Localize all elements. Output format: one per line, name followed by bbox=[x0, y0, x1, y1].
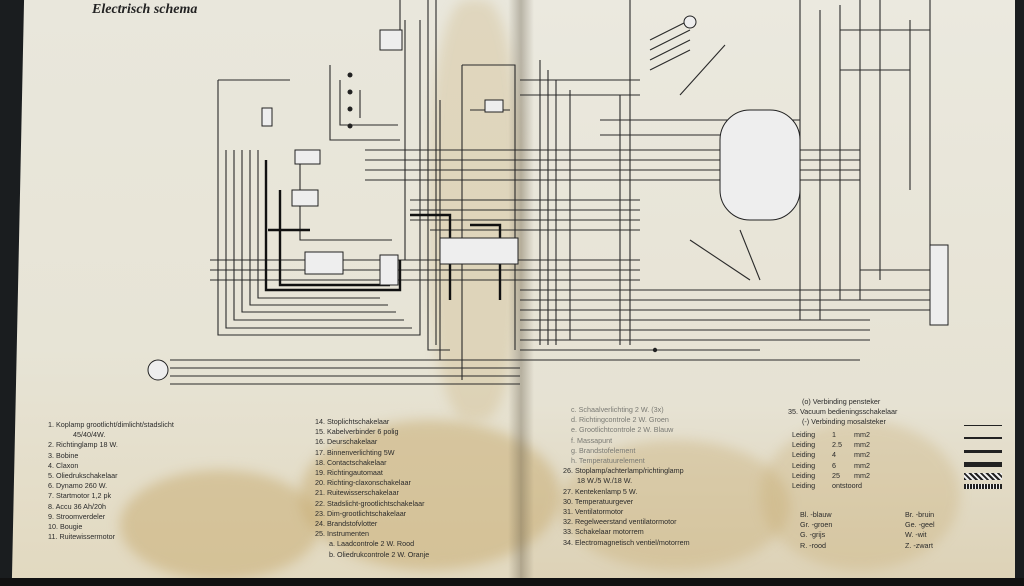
legend-left-col1: 1. Koplamp grootlicht/dimlicht/stadslich… bbox=[48, 420, 174, 542]
legend-item: c. Schaalverlichting 2 W. (3x) bbox=[571, 405, 664, 414]
leiding-size: 25 bbox=[832, 470, 840, 480]
legend-item: (o) Verbinding pensteker bbox=[802, 397, 881, 406]
leiding-row: Leiding 1 mm2 bbox=[792, 430, 870, 440]
legend-right-col1: c. Schaalverlichting 2 W. (3x) d. Richti… bbox=[563, 405, 690, 548]
legend-item: g. Brandstofelement bbox=[571, 445, 636, 455]
color-code: R. -rood bbox=[800, 540, 826, 550]
legend-item: a. Laadcontrole 2 W. Rood bbox=[329, 539, 415, 549]
legend-item: 18 W./5 W./18 W. bbox=[577, 476, 633, 486]
legend-item: 10. Bougie bbox=[48, 522, 83, 532]
leiding-row: Leiding 2.5 mm2 bbox=[792, 440, 870, 450]
legend-item: 8. Accu 36 Ah/20h bbox=[48, 501, 106, 511]
leiding-size: 1 bbox=[832, 430, 836, 439]
leiding-label: Leiding bbox=[792, 460, 816, 470]
legend-item: 5. Oliedrukschakelaar bbox=[48, 471, 118, 481]
legend-item: 32. Regelweerstand ventilatormotor bbox=[563, 517, 677, 527]
wire-gauge-4-symbol bbox=[964, 450, 1002, 453]
legend-item: 33. Schakelaar motorrem bbox=[563, 527, 644, 537]
legend-item: d. Richtingcontrole 2 W. Groen bbox=[571, 415, 669, 425]
legend-item: 18. Contactschakelaar bbox=[315, 457, 387, 467]
legend-item: 2. Richtinglamp 18 W. bbox=[48, 440, 118, 450]
wire-gauge-ontstoord-symbol bbox=[964, 484, 1002, 489]
paper-stain bbox=[760, 420, 960, 570]
wiring-diagram bbox=[147, 0, 949, 385]
leiding-size: 6 bbox=[832, 460, 836, 470]
wire-gauge-6-symbol bbox=[964, 462, 1002, 467]
leiding-row: Leiding 25 mm2 bbox=[792, 471, 870, 481]
color-code: Br. -bruin bbox=[905, 510, 935, 519]
legend-item: 6. Dynamo 260 W. bbox=[48, 481, 108, 491]
leiding-unit: mm2 bbox=[854, 450, 870, 460]
paper-stain bbox=[300, 420, 560, 570]
legend-item: h. Temperatuurelement bbox=[571, 456, 645, 466]
color-code: G. -grijs bbox=[800, 530, 826, 540]
legend-item: f. Massapunt bbox=[571, 435, 613, 445]
legend-right-col2: (o) Verbinding pensteker 35. Vacuum bedi… bbox=[788, 397, 897, 428]
legend-item: 16. Deurschakelaar bbox=[315, 437, 378, 447]
color-code: W. -wit bbox=[905, 530, 927, 540]
leiding-unit: mm2 bbox=[854, 440, 870, 450]
paper-stain bbox=[560, 440, 790, 570]
schema-title: Electrisch schema bbox=[92, 2, 198, 17]
leiding-label: Leiding bbox=[792, 440, 816, 450]
leiding-unit: mm2 bbox=[854, 430, 870, 439]
wire-gauge-1-symbol bbox=[964, 425, 1002, 426]
legend-item: 15. Kabelverbinder 6 polig bbox=[315, 427, 399, 437]
legend-item: 45/40/4W. bbox=[73, 430, 106, 440]
legend-item: b. Oliedrukcontrole 2 W. Oranje bbox=[329, 549, 430, 559]
color-row: R. -rood Z. -zwart bbox=[800, 541, 935, 551]
leiding-unit: mm2 bbox=[854, 460, 870, 470]
leiding-unit: mm2 bbox=[854, 470, 870, 480]
legend-item: (-) Verbinding mosalsteker bbox=[802, 417, 886, 427]
legend-item: 26. Stoplamp/achterlamp/richtinglamp bbox=[563, 466, 684, 476]
color-code: Gr. -groen bbox=[800, 520, 833, 530]
color-code: Bl. -blauw bbox=[800, 510, 832, 519]
color-code: Ge. -geel bbox=[905, 520, 935, 530]
leiding-row: Leiding 4 mm2 bbox=[792, 450, 870, 460]
legend-item: 7. Startmotor 1,2 pk bbox=[48, 491, 112, 501]
paper-stain bbox=[120, 470, 320, 580]
leiding-row: Leiding ontstoord bbox=[792, 481, 870, 491]
color-row: Bl. -blauw Br. -bruin bbox=[800, 510, 935, 520]
legend-item: 23. Dim-grootlichtschakelaar bbox=[315, 508, 407, 518]
leiding-size: 4 bbox=[832, 450, 836, 460]
legend-item: 31. Ventilatormotor bbox=[563, 507, 624, 517]
legend-item: 30. Temperatuurgever bbox=[563, 496, 634, 506]
wire-gauge-25-symbol bbox=[964, 473, 1002, 480]
wire-gauge-table: Leiding 1 mm2 Leiding 2.5 mm2 Leiding 4 mm2 Le… bbox=[792, 430, 870, 491]
leiding-label: Leiding bbox=[792, 481, 816, 491]
legend-item: 3. Bobine bbox=[48, 450, 79, 460]
wire-gauge-2-symbol bbox=[964, 437, 1002, 439]
table-surface bbox=[0, 578, 1024, 586]
legend-item: 21. Ruitewisserschakelaar bbox=[315, 488, 399, 498]
legend-item: e. Grootlichtcontrole 2 W. Blauw bbox=[571, 425, 674, 435]
legend-item: 11. Ruitewissermotor bbox=[48, 532, 115, 542]
leiding-size: ontstoord bbox=[832, 481, 862, 491]
legend-item: 35. Vacuum bedieningsschakelaar bbox=[788, 407, 898, 417]
legend-item: 20. Richting-claxonschakelaar bbox=[315, 478, 411, 488]
leiding-row: Leiding 6 mm2 bbox=[792, 461, 870, 471]
legend-item: 19. Richtingautomaat bbox=[315, 468, 383, 478]
legend-item: 14. Stoplichtschakelaar bbox=[315, 417, 390, 426]
legend-item: 9. Stroomverdeler bbox=[48, 511, 106, 521]
book-gutter bbox=[508, 0, 534, 578]
legend-left-col2: 14. Stoplichtschakelaar 15. Kabelverbind… bbox=[315, 417, 429, 560]
color-code: Z. -zwart bbox=[905, 540, 933, 550]
legend-item: 1. Koplamp grootlicht/dimlicht/stadslich… bbox=[48, 420, 174, 429]
legend-item: 22. Stadslicht-grootlichtschakelaar bbox=[315, 498, 425, 508]
legend-item: 17. Binnenverlichting 5W bbox=[315, 447, 395, 457]
color-codes: Bl. -blauw Br. -bruin Gr. -groen Ge. -geel… bbox=[800, 510, 935, 551]
leiding-label: Leiding bbox=[792, 470, 816, 480]
leiding-label: Leiding bbox=[792, 430, 816, 439]
legend-item: 25. Instrumenten bbox=[315, 529, 369, 539]
legend-item: 34. Electromagnetisch ventiel/motorrem bbox=[563, 537, 690, 547]
legend-item: 27. Kentekenlamp 5 W. bbox=[563, 486, 638, 496]
color-row: Gr. -groen Ge. -geel bbox=[800, 520, 935, 530]
leiding-size: 2.5 bbox=[832, 440, 842, 450]
color-row: G. -grijs W. -wit bbox=[800, 530, 935, 540]
leiding-label: Leiding bbox=[792, 450, 816, 460]
legend-item: 24. Brandstofvlotter bbox=[315, 519, 378, 529]
legend-item: 4. Claxon bbox=[48, 460, 79, 470]
